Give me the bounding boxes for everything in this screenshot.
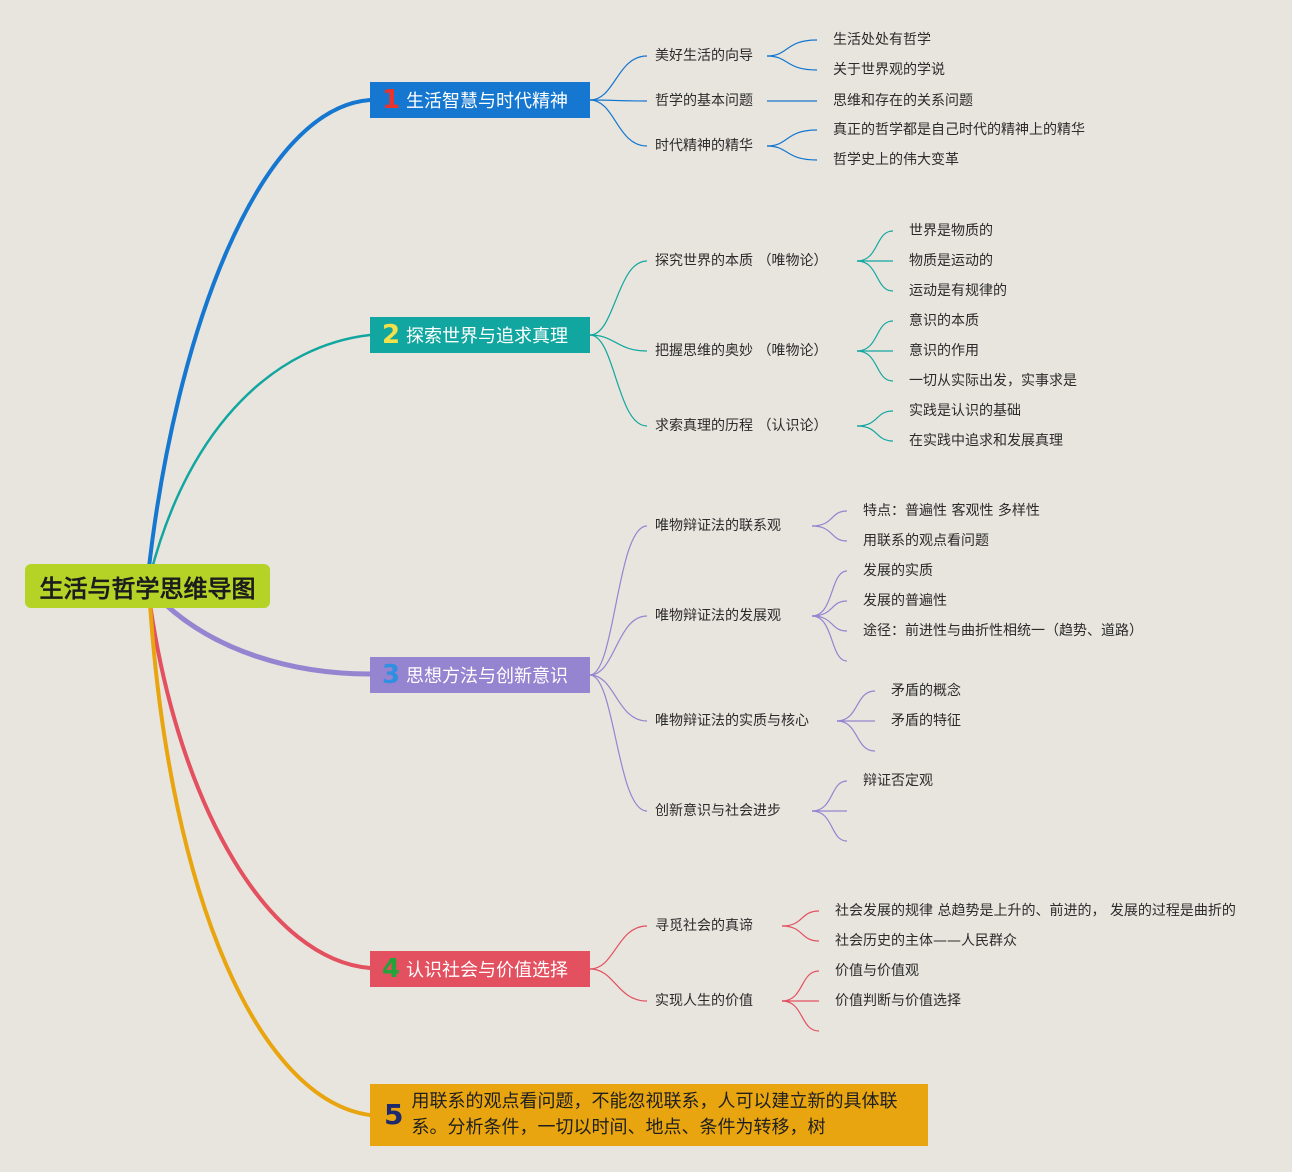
sub-leaf-connector [766,145,818,161]
topic-sub-connector [589,615,648,676]
leaf-label[interactable]: 思维和存在的关系问题 [833,93,973,109]
leaf-label[interactable]: 用联系的观点看问题 [863,533,989,549]
topic-node-2[interactable]: 2 探索世界与追求真理 [370,317,590,353]
leaf-label[interactable]: 辩证否定观 [863,773,933,789]
sub-leaf-connector [811,780,848,812]
leaf-label[interactable]: 发展的实质 [863,563,933,579]
leaf-label[interactable]: 哲学史上的伟大变革 [833,152,959,168]
leaf-label[interactable]: 发展的普遍性 [863,593,947,609]
subtopic-label[interactable]: 实现人生的价值 [655,993,753,1009]
topic-number: 2 [382,320,401,350]
leaf-label[interactable]: 运动是有规律的 [909,283,1007,299]
leaf-label[interactable]: 社会历史的主体——人民群众 [835,933,1017,949]
leaf-label[interactable]: 在实践中追求和发展真理 [909,433,1063,449]
subtopic-label[interactable]: 唯物辩证法的发展观 [655,608,781,624]
subtopic-label[interactable]: 探究世界的本质 （唯物论） [655,253,828,269]
leaf-label[interactable]: 关于世界观的学说 [833,62,945,78]
root-branch-4 [148,602,372,970]
root-title: 生活与哲学思维导图 [39,574,256,603]
leaf-label[interactable]: 价值与价值观 [835,963,919,979]
root-node[interactable]: 生活与哲学思维导图 [25,564,270,608]
subtopic-label[interactable]: 时代精神的精华 [655,138,753,154]
topic-title: 探索世界与追求真理 [406,326,568,347]
sub-leaf-connector [811,600,848,617]
leaf-label[interactable]: 真正的哲学都是自己时代的精神上的精华 [833,122,1085,138]
subtopic-label[interactable]: 寻觅社会的真谛 [655,918,753,934]
topic-title: 思想方法与创新意识 [406,666,568,687]
sub-leaf-connector [811,615,848,632]
sub-leaf-connector [781,1000,820,1032]
topic-sub-connector [589,968,648,1002]
sub-leaf-connector [766,55,818,71]
sub-leaf-connector [766,129,818,147]
topic-title: 认识社会与价值选择 [406,960,568,981]
leaf-label[interactable]: 一切从实际出发，实事求是 [909,373,1077,389]
sub-leaf-connector [856,350,894,382]
sub-leaf-connector [811,615,848,662]
root-branch-1 [146,98,372,578]
leaf-label[interactable]: 意识的作用 [909,343,979,359]
topic-node-4[interactable]: 4 认识社会与价值选择 [370,951,590,987]
sub-leaf-connector [781,910,820,927]
leaf-label[interactable]: 矛盾的特征 [891,713,961,729]
sub-leaf-connector [836,690,876,722]
topic-number: 5 [384,1098,404,1131]
root-branch-5 [148,602,372,1117]
leaf-label[interactable]: 生活处处有哲学 [833,32,931,48]
sub-leaf-connector [856,320,894,352]
topic-sub-connector [589,55,648,101]
root-branch-3 [162,601,373,677]
subtopic-label[interactable]: 求索真理的历程 （认识论） [655,418,828,434]
topic-sub-connector [589,525,648,676]
leaf-label[interactable]: 途径：前进性与曲折性相统一（趋势、道路） [863,623,1143,639]
leaf-label[interactable]: 价值判断与价值选择 [835,993,961,1009]
topic-sub-connector [589,99,648,102]
leaf-label[interactable]: 特点：普遍性 客观性 多样性 [863,503,1040,519]
topic-sub-connector [589,260,648,336]
sub-leaf-connector [811,570,848,617]
sub-leaf-connector [781,970,820,1002]
sub-leaf-connector [811,810,848,842]
topic-node-1[interactable]: 1 生活智慧与时代精神 [370,82,590,118]
topic-sub-connector [589,334,648,352]
sub-leaf-connector [766,39,818,57]
topic-number: 4 [382,954,401,984]
subtopic-label[interactable]: 哲学的基本问题 [655,93,753,109]
root-branch-2 [148,333,372,578]
leaf-label[interactable]: 实践是认识的基础 [909,403,1021,419]
leaf-label[interactable]: 社会发展的规律 总趋势是上升的、前进的， 发展的过程是曲折的 [835,903,1236,919]
topic-sub-connector [589,99,648,147]
topic-sub-connector [589,674,648,812]
topic-number: 3 [382,660,401,690]
subtopic-label[interactable]: 唯物辩证法的实质与核心 [655,713,809,729]
sub-leaf-connector [811,510,848,527]
subtopic-label[interactable]: 唯物辩证法的联系观 [655,518,781,534]
sub-leaf-connector [856,260,894,292]
topic-sub-connector [589,334,648,427]
leaf-label[interactable]: 矛盾的概念 [891,683,961,699]
sub-leaf-connector [856,425,894,442]
leaf-label[interactable]: 世界是物质的 [909,223,993,239]
topic-sub-connector [589,674,648,722]
subtopic-label[interactable]: 美好生活的向导 [655,48,753,64]
leaf-label[interactable]: 物质是运动的 [909,253,993,269]
topic-5-text: 用联系的观点看问题，不能忽视联系，人可以建立新的具体联系。分析条件，一切以时间、… [411,1091,898,1138]
sub-leaf-connector [836,720,876,752]
subtopic-label[interactable]: 创新意识与社会进步 [655,803,781,819]
topic-title: 生活智慧与时代精神 [406,91,568,112]
leaf-label[interactable]: 意识的本质 [909,313,979,329]
sub-leaf-connector [781,925,820,942]
sub-leaf-connector [856,230,894,262]
topic-node-5[interactable]: 5 用联系的观点看问题，不能忽视联系，人可以建立新的具体联系。分析条件，一切以时… [370,1084,928,1146]
topic-sub-connector [589,925,648,970]
subtopic-label[interactable]: 把握思维的奥妙 （唯物论） [655,343,828,359]
topic-number: 1 [382,85,401,115]
sub-leaf-connector [811,525,848,542]
topic-node-3[interactable]: 3 思想方法与创新意识 [370,657,590,693]
sub-leaf-connector [856,410,894,427]
